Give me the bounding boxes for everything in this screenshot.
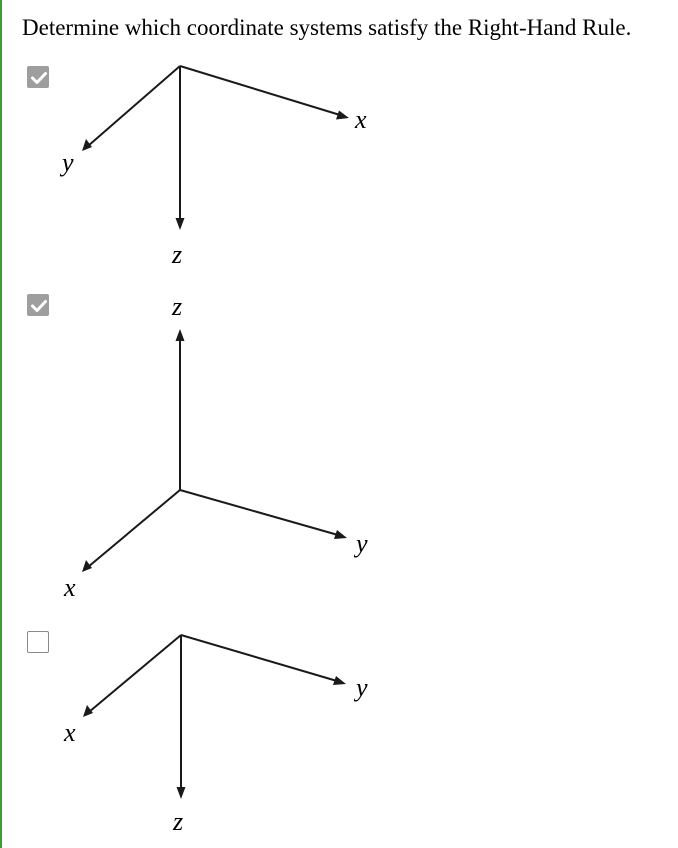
option-1-left-arrowhead: [82, 139, 92, 151]
option-1-right-arrowhead: [336, 110, 349, 120]
option-3-right-arrowhead: [333, 676, 346, 685]
option-3-vertical-axis-label: z: [172, 807, 183, 836]
option-3-right-axis: [180, 634, 338, 682]
option-3-axes-diagram: y x z: [63, 634, 368, 836]
checkmark-icon: [31, 72, 47, 84]
option-1-checkbox[interactable]: [27, 66, 49, 88]
option-2-vertical-axis-label: z: [171, 292, 182, 321]
option-1-vertical-axis-label: z: [171, 240, 182, 269]
option-2-left-arrowhead: [82, 560, 92, 572]
option-3-vertical-arrowhead: [176, 787, 186, 799]
option-1-axes-diagram: x y z: [59, 65, 367, 269]
option-2-right-axis-label: y: [353, 529, 368, 558]
option-1-right-axis: [179, 65, 341, 116]
option-3-left-axis-label: x: [63, 718, 76, 747]
question-text: Determine which coordinate systems satis…: [22, 15, 632, 40]
option-3-right-axis-label: y: [353, 673, 368, 702]
checkmark-icon: [31, 300, 47, 312]
left-accent-border: [0, 0, 2, 848]
option-2-vertical-arrowhead: [175, 329, 185, 341]
option-2-checkbox[interactable]: [27, 294, 49, 316]
option-2-right-axis: [179, 489, 339, 536]
option-3-checkbox[interactable]: [27, 631, 49, 653]
option-1-vertical-arrowhead: [175, 218, 185, 230]
option-3-left-axis: [88, 634, 182, 713]
option-1-right-axis-label: x: [354, 105, 367, 134]
option-3-left-arrowhead: [83, 705, 93, 717]
option-1-left-axis-label: y: [59, 148, 74, 177]
option-2-right-arrowhead: [334, 530, 347, 539]
option-2-left-axis-label: x: [63, 573, 76, 602]
option-1-left-axis: [87, 65, 181, 147]
option-2-axes-diagram: z y x: [63, 292, 368, 602]
option-2-left-axis: [87, 489, 181, 568]
